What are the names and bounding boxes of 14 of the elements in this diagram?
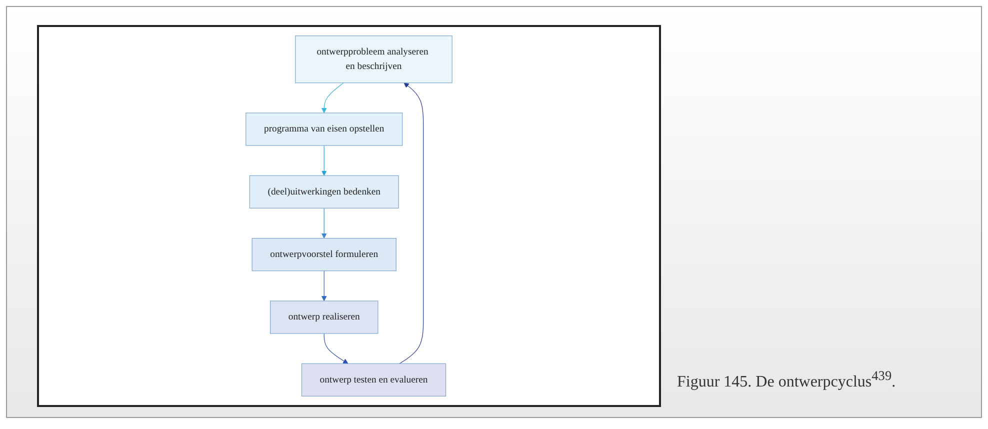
arrow — [321, 208, 327, 239]
figure-caption: Figuur 145. De ontwerpcyclus$^{439}$. — [677, 368, 896, 391]
arrow — [321, 270, 327, 302]
cycle-diagram: ontwerpprobleem analyseren en beschrijven programma van eisen opstellen (deel)uitwerkingen bedenken ontwerpvoorstel formuleren ontwerp realiseren ontwerp testen en evalueren — [39, 31, 659, 401]
node-box — [295, 36, 452, 84]
node-box — [252, 238, 396, 272]
node-box — [270, 300, 378, 334]
arrow — [321, 82, 344, 114]
node-box — [301, 363, 446, 396]
node-box — [246, 112, 403, 146]
arrow — [399, 82, 424, 364]
arrow — [321, 145, 327, 176]
arrow — [324, 333, 348, 364]
node-box — [249, 175, 399, 208]
